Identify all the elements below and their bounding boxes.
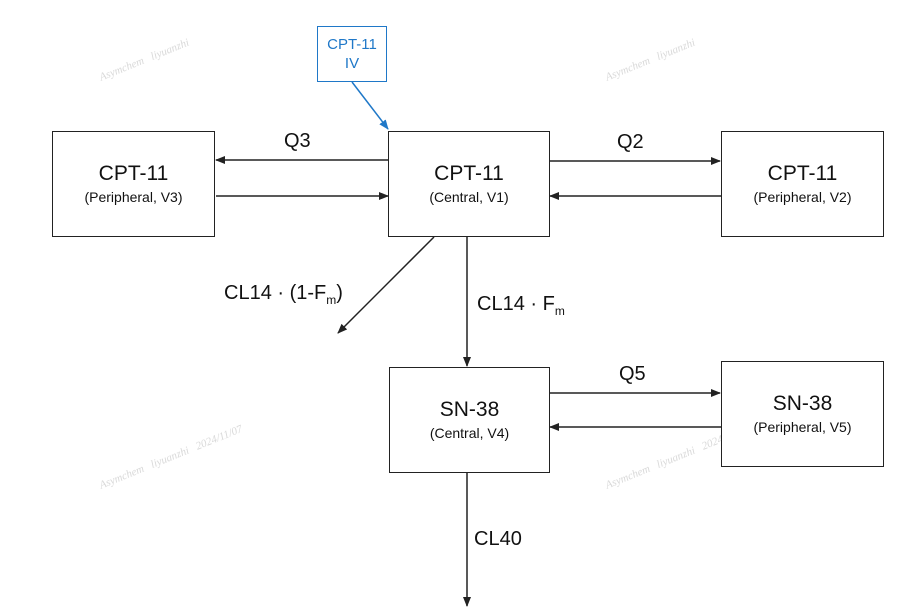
- compartment-title: SN-38: [439, 398, 500, 421]
- compartment-subtitle: (Peripheral, V3): [84, 189, 183, 205]
- compartment-title: CPT-11: [434, 162, 504, 185]
- dose-line2: IV: [344, 55, 360, 72]
- flow-label-cl14-elimination: CL14 · (1-Fm): [224, 282, 343, 307]
- compartment-v2: CPT-11 (Peripheral, V2): [721, 131, 884, 237]
- flow-label-cl40: CL40: [474, 528, 522, 550]
- compartment-v3: CPT-11 (Peripheral, V3): [52, 131, 215, 237]
- compartment-v1: CPT-11 (Central, V1): [388, 131, 550, 237]
- compartment-subtitle: (Peripheral, V5): [753, 419, 852, 435]
- flow-label-q5: Q5: [619, 363, 646, 385]
- compartment-subtitle: (Central, V4): [429, 425, 510, 441]
- compartment-title: CPT-11: [98, 162, 169, 185]
- flow-label-q2: Q2: [617, 131, 644, 153]
- flow-label-q3: Q3: [284, 130, 311, 152]
- arrow-v1-elimination: [337, 236, 435, 334]
- compartment-subtitle: (Central, V1): [429, 189, 509, 205]
- compartment-subtitle: (Peripheral, V2): [753, 189, 852, 205]
- compartment-v5: SN-38 (Peripheral, V5): [721, 361, 884, 467]
- flow-label-cl14-conversion: CL14 · Fm: [477, 293, 565, 318]
- dose-line1: CPT-11: [327, 36, 377, 53]
- dose-box: CPT-11 IV: [317, 26, 387, 82]
- compartment-title: SN-38: [772, 392, 833, 415]
- compartment-v4: SN-38 (Central, V4): [389, 367, 550, 473]
- compartment-title: CPT-11: [767, 162, 838, 185]
- dose-arrow: [351, 81, 389, 130]
